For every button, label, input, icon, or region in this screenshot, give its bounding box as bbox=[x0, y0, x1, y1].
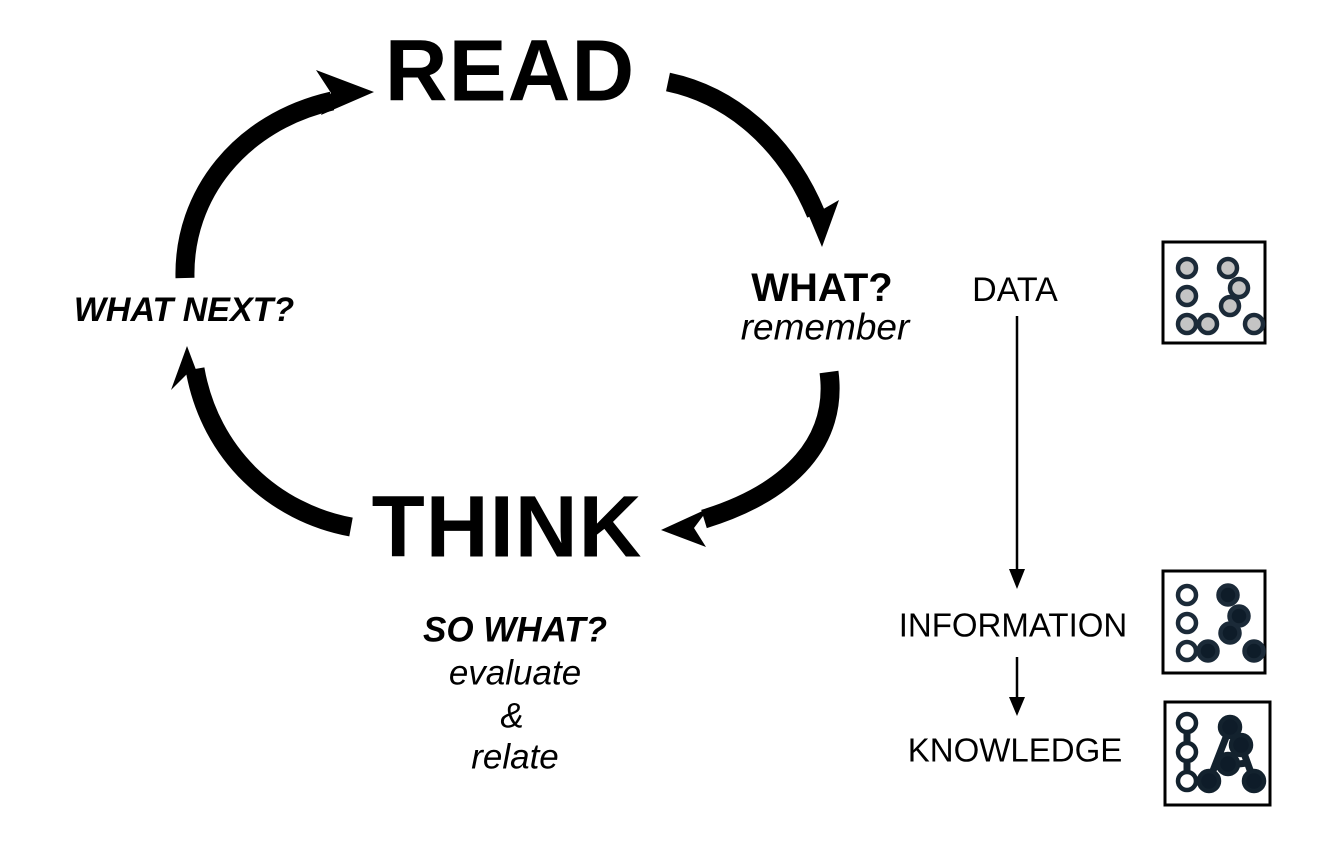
knowledge-box-connected-dots-icon bbox=[1163, 700, 1272, 807]
so-what-line-relate: relate bbox=[471, 737, 559, 777]
arrow-data-to-information-icon bbox=[1009, 316, 1025, 589]
cycle-arrow-to-read-icon bbox=[175, 70, 374, 279]
cycle-arrow-to-what-next-icon bbox=[171, 346, 353, 537]
data-box-scattered-dots-icon bbox=[1161, 240, 1267, 345]
read-label: READ bbox=[384, 22, 636, 120]
cycle-arrow-to-what-icon bbox=[665, 72, 839, 247]
cycle-arrow-to-think-icon bbox=[661, 370, 840, 547]
so-what-line-ampersand: & bbox=[500, 696, 524, 736]
information-box-sorted-dots-icon bbox=[1161, 569, 1267, 675]
arrow-information-to-knowledge-icon bbox=[1009, 657, 1025, 716]
what-next-station-title: WHAT NEXT? bbox=[73, 291, 295, 329]
data-label: DATA bbox=[972, 271, 1058, 309]
knowledge-label: KNOWLEDGE bbox=[907, 731, 1123, 769]
so-what-line-evaluate: evaluate bbox=[448, 653, 582, 693]
what-station-subtitle: remember bbox=[740, 306, 910, 348]
what-station-title: WHAT? bbox=[751, 266, 893, 310]
think-label: THINK bbox=[371, 478, 643, 576]
information-label: INFORMATION bbox=[898, 606, 1128, 644]
so-what-station-title: SO WHAT? bbox=[422, 610, 608, 650]
